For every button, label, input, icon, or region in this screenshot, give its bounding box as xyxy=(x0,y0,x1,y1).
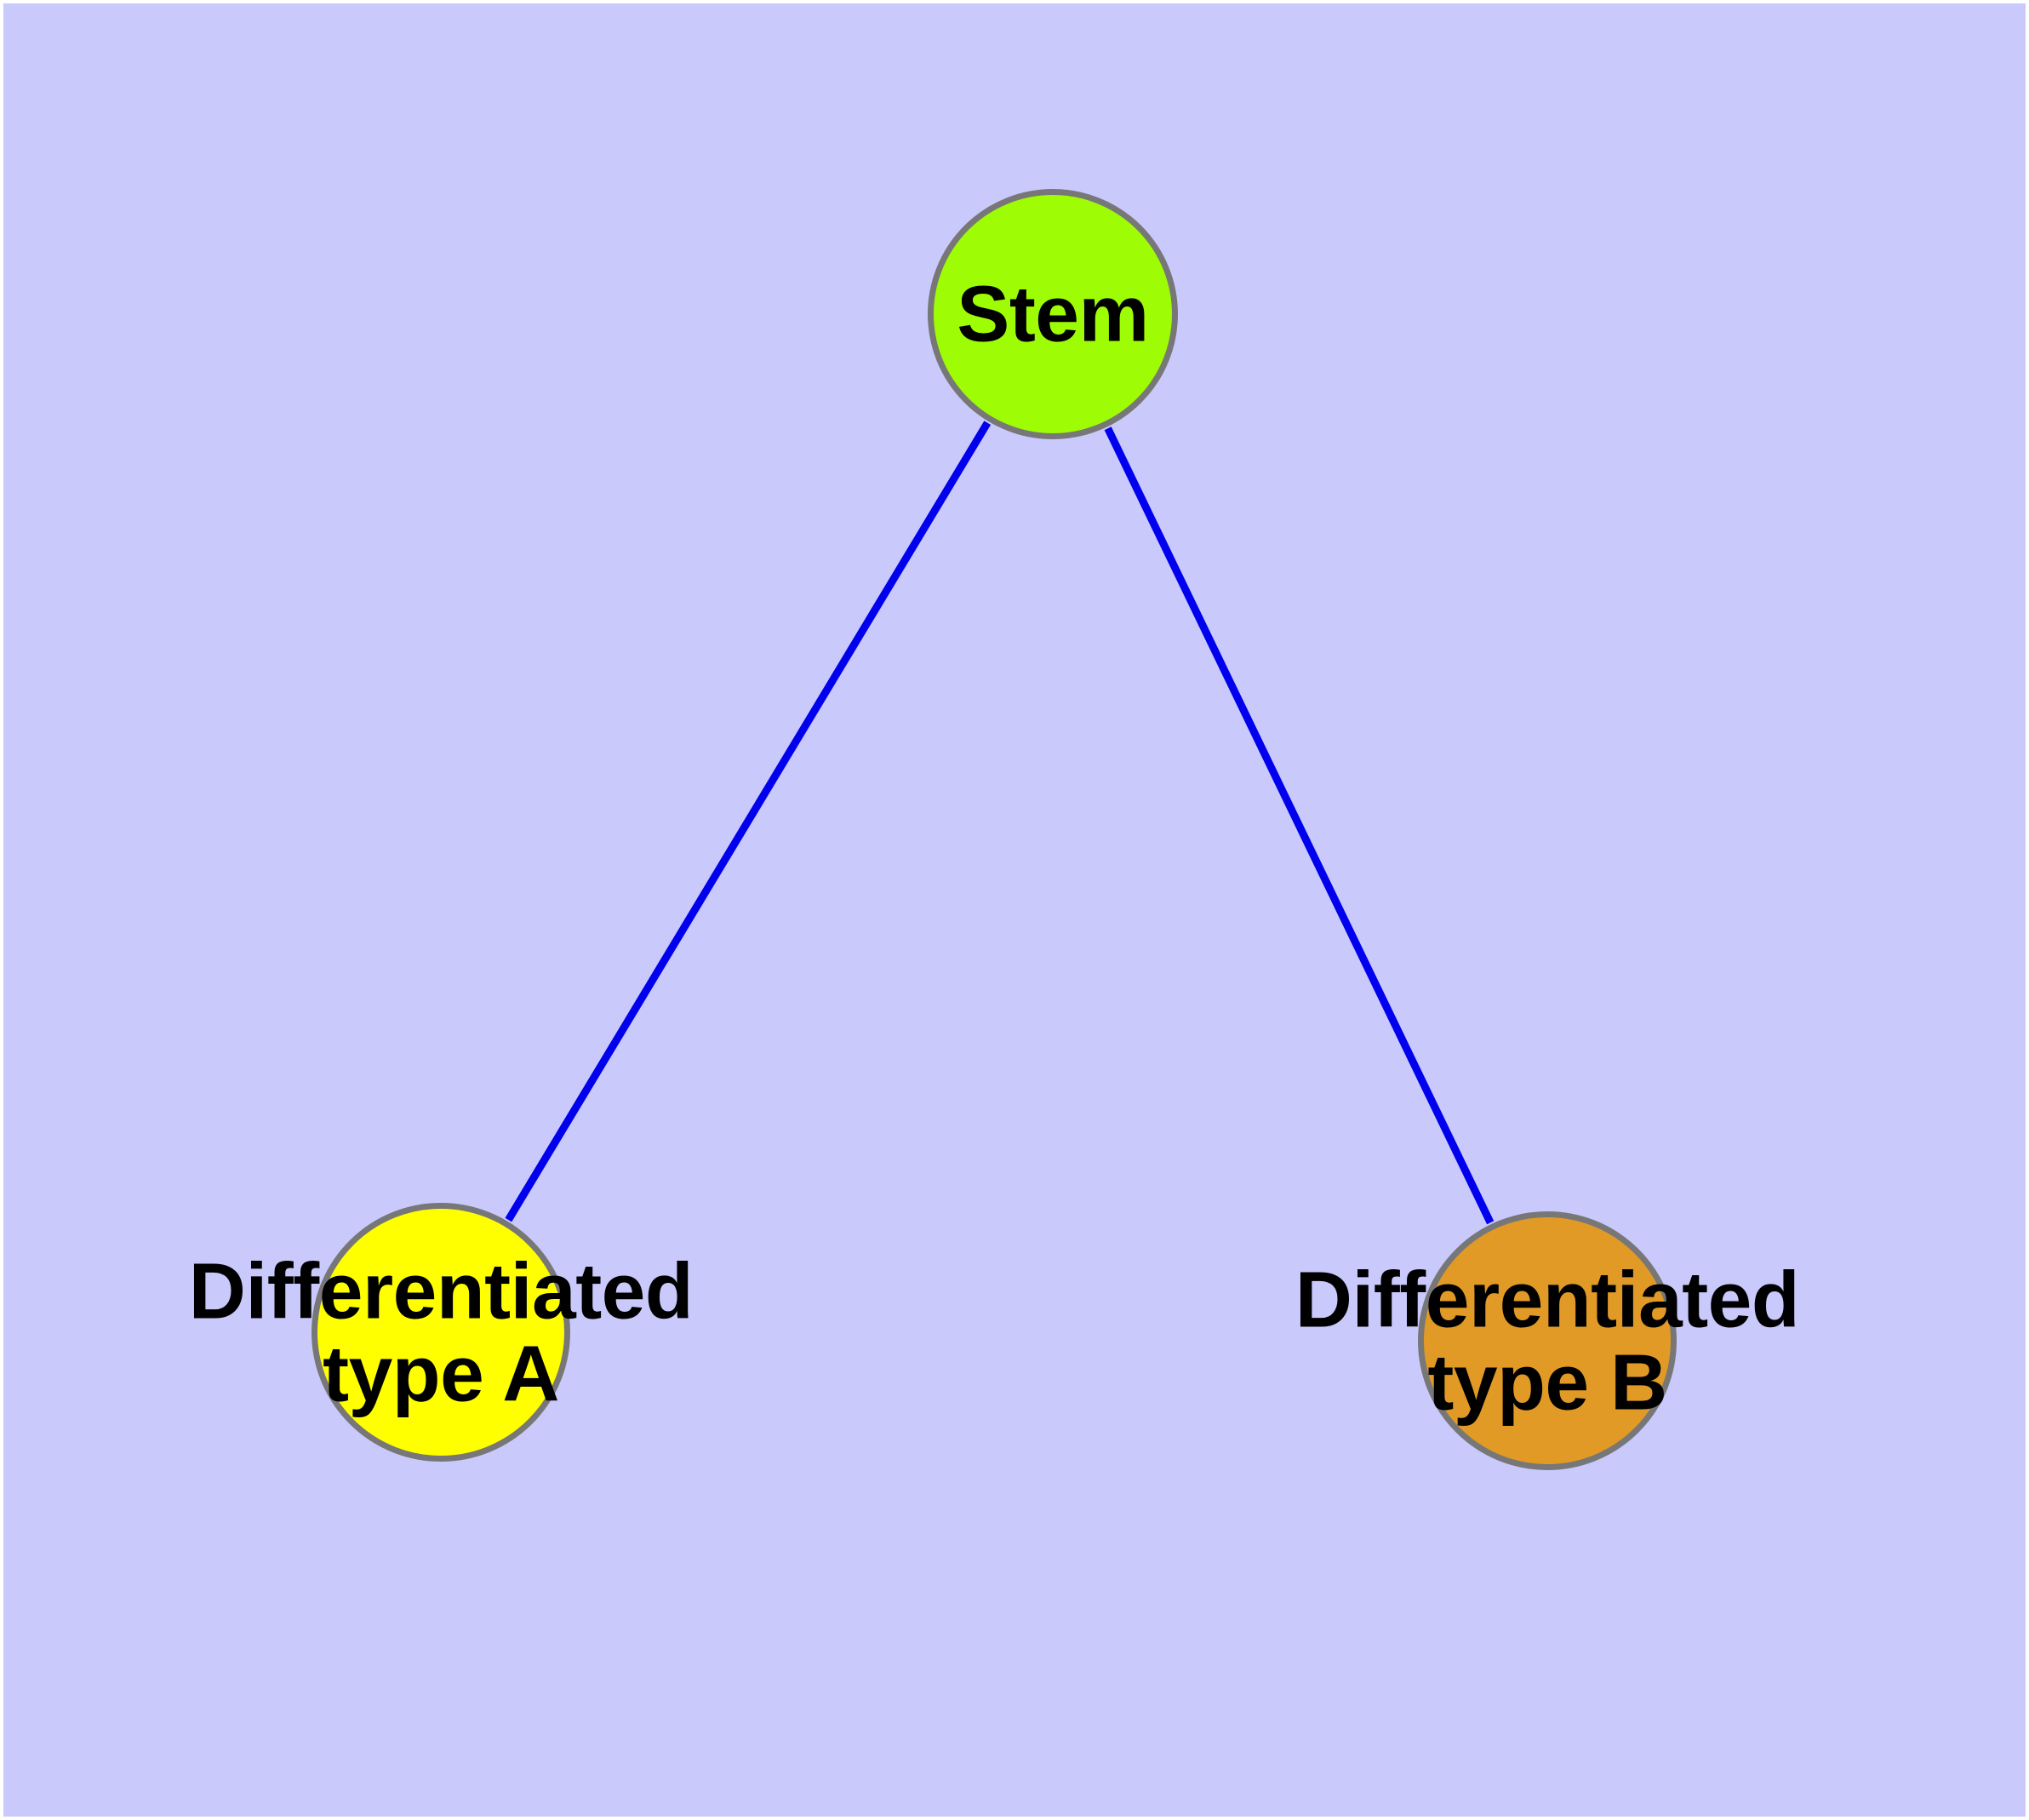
nodes-group xyxy=(311,189,1677,1470)
edges-group xyxy=(505,421,1495,1225)
node-circle-stem[interactable] xyxy=(928,189,1178,439)
edge-stem-diff-b xyxy=(1104,426,1495,1225)
edge-stem-diff-a xyxy=(505,421,992,1222)
node-circle-diff_b[interactable] xyxy=(1418,1211,1677,1470)
node-circle-diff_a[interactable] xyxy=(311,1203,570,1462)
